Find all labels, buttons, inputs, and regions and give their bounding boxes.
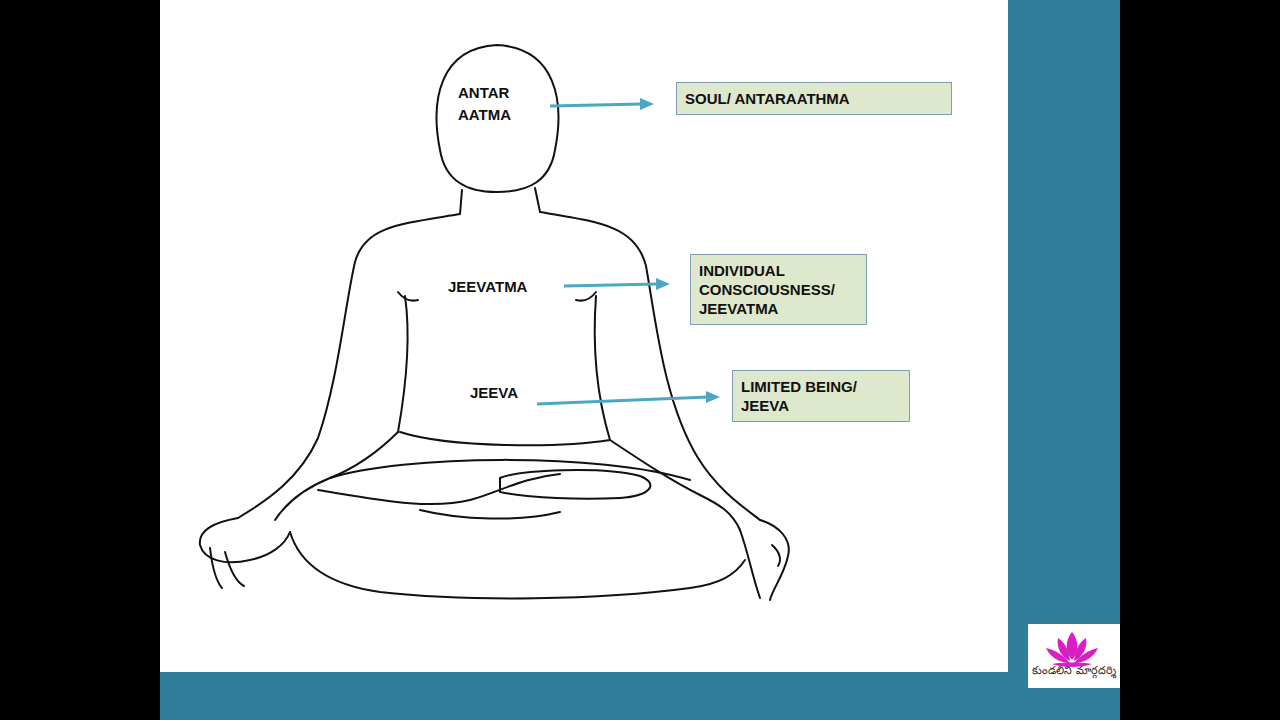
part-label: JEEVA: [470, 382, 534, 404]
arrowhead: [656, 278, 670, 290]
logo-box: [1028, 624, 1120, 688]
box-text: INDIVIDUAL CONSCIOUSNESS/ JEEVATMA: [699, 261, 858, 318]
definition-box: LIMITED BEING/ JEEVA: [732, 370, 910, 422]
leader-arrow: [537, 397, 708, 404]
lotus-icon: [1046, 632, 1098, 667]
box-text: LIMITED BEING/ JEEVA: [741, 377, 901, 415]
logo-text: కుండలిని మార్గదర్శి: [1030, 664, 1118, 677]
leader-arrows: [537, 98, 720, 404]
arrowhead: [706, 391, 720, 403]
arrowhead: [640, 98, 654, 110]
box-text: SOUL/ ANTARAATHMA: [685, 89, 943, 108]
leader-arrow: [564, 284, 658, 286]
leader-arrow: [550, 104, 642, 106]
part-label: JEEVATMA: [448, 276, 558, 298]
definition-box: SOUL/ ANTARAATHMA: [676, 82, 952, 115]
definition-box: INDIVIDUAL CONSCIOUSNESS/ JEEVATMA: [690, 254, 867, 325]
part-label: ANTAR AATMA: [458, 82, 540, 126]
side-band: [1008, 0, 1120, 720]
slide: [160, 0, 1008, 672]
bottom-band: [160, 672, 1120, 720]
